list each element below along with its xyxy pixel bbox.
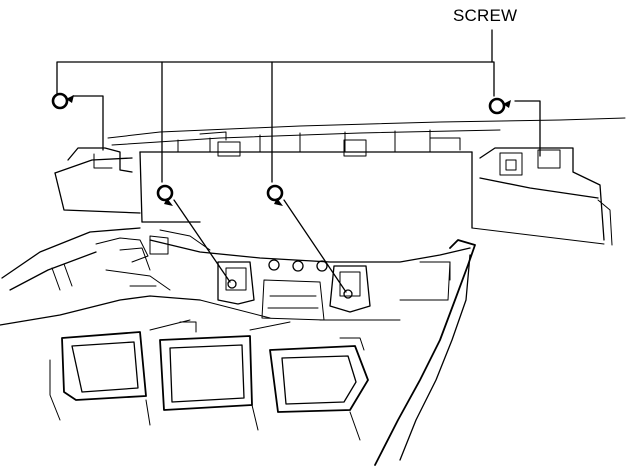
center-console <box>149 229 471 321</box>
screw-icon <box>266 184 284 206</box>
screw-hole <box>227 279 237 289</box>
screw-icon <box>51 92 74 110</box>
screw-icon <box>156 184 174 206</box>
screw-callout-label: SCREW <box>453 6 518 25</box>
dash-upper-panel <box>107 117 626 229</box>
left-mounting-bracket <box>54 95 141 214</box>
lower-switch-panels <box>49 319 369 441</box>
callout-leaders <box>56 29 495 183</box>
screw-icon <box>488 97 511 115</box>
left-floor-duct <box>0 227 201 326</box>
right-pillar <box>374 239 476 466</box>
screw-hole <box>343 289 353 299</box>
lower-leaders <box>173 199 347 293</box>
right-mounting-bracket <box>471 100 613 246</box>
